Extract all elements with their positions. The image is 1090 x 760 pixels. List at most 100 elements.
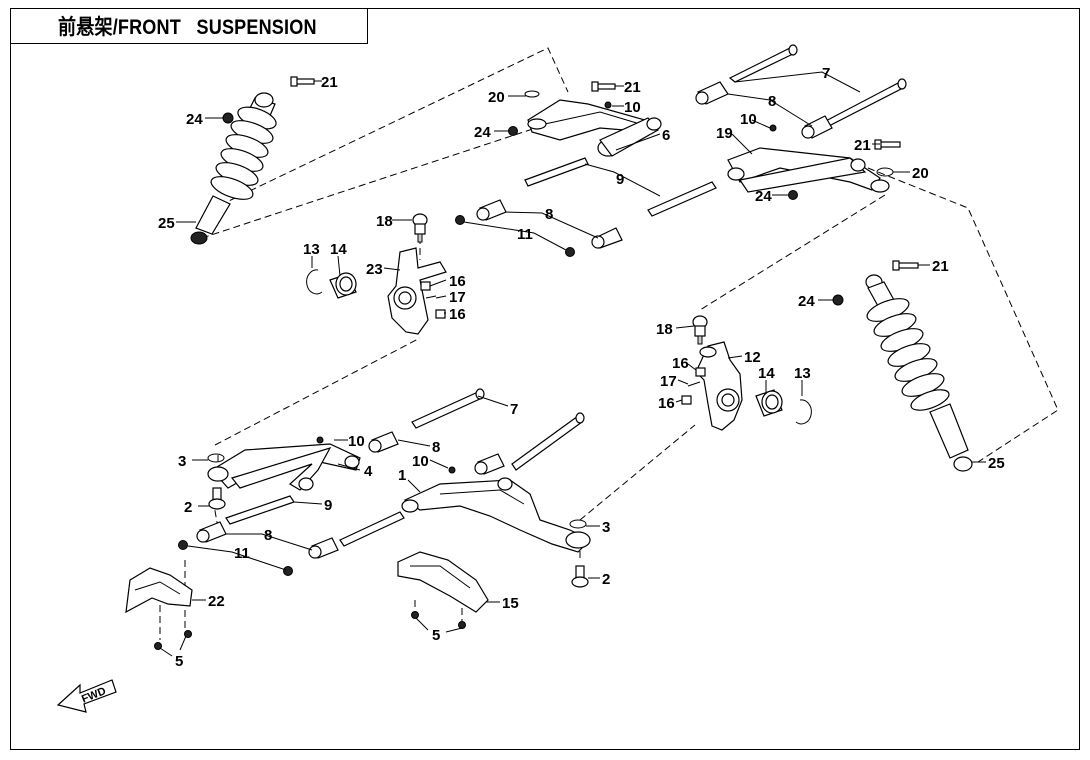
callout-16: 16 bbox=[449, 306, 466, 323]
callout-3: 3 bbox=[602, 519, 610, 536]
bearing-14-left bbox=[329, 272, 357, 299]
callout-15: 15 bbox=[502, 595, 519, 612]
sleeves-9-top bbox=[524, 157, 717, 217]
bushings-8-lower bbox=[368, 431, 505, 475]
nuts-11-bottom bbox=[178, 540, 293, 576]
guard-15 bbox=[397, 551, 489, 613]
callout-24: 24 bbox=[755, 188, 772, 205]
ball-joint-18-right bbox=[692, 315, 708, 345]
ball-joint-2-left bbox=[208, 487, 226, 510]
nut-16-right-lower bbox=[681, 395, 692, 405]
snap-ring-13-left bbox=[306, 269, 323, 295]
callout-16: 16 bbox=[672, 355, 689, 372]
callout-14: 14 bbox=[330, 241, 347, 258]
callout-21: 21 bbox=[321, 74, 338, 91]
callout-1: 1 bbox=[398, 467, 406, 484]
guard-22 bbox=[125, 567, 193, 614]
callout-14: 14 bbox=[758, 365, 775, 382]
callout-18: 18 bbox=[376, 213, 393, 230]
callout-20: 20 bbox=[912, 165, 929, 182]
callout-2: 2 bbox=[184, 499, 192, 516]
lower-a-arm-rear bbox=[207, 443, 361, 491]
snap-ring-13-right bbox=[795, 399, 812, 425]
callout-13: 13 bbox=[303, 241, 320, 258]
callout-2: 2 bbox=[602, 571, 610, 588]
nut-24-left bbox=[222, 112, 234, 124]
nuts-11-top bbox=[455, 215, 575, 257]
nut-16-left-lower bbox=[435, 309, 446, 319]
callout-8: 8 bbox=[432, 439, 440, 456]
callout-21: 21 bbox=[932, 258, 949, 275]
callout-16: 16 bbox=[658, 395, 675, 412]
callout-9: 9 bbox=[616, 171, 624, 188]
upper-a-arm-front bbox=[727, 147, 890, 193]
knuckle-23-left bbox=[387, 247, 447, 335]
callout-10: 10 bbox=[348, 433, 365, 450]
fwd-label: FWD bbox=[80, 685, 108, 706]
title-block: 前悬架/FRONT SUSPENSION bbox=[10, 8, 368, 44]
circlip-3-left bbox=[207, 453, 225, 463]
callout-24: 24 bbox=[186, 111, 203, 128]
callout-10: 10 bbox=[624, 99, 641, 116]
callout-25: 25 bbox=[988, 455, 1005, 472]
nut-16-left-upper bbox=[420, 281, 431, 291]
callout-17: 17 bbox=[449, 289, 466, 306]
shock-absorber-left bbox=[190, 92, 277, 245]
callout-3: 3 bbox=[178, 453, 186, 470]
screws-5 bbox=[154, 611, 466, 650]
drawing-frame bbox=[10, 8, 1080, 750]
cotter-pin-17-right bbox=[687, 381, 701, 387]
callout-7: 7 bbox=[822, 65, 830, 82]
long-bolt-7-top bbox=[728, 44, 907, 129]
shock-absorber-right bbox=[865, 274, 973, 472]
callout-6: 6 bbox=[662, 127, 670, 144]
callout-5: 5 bbox=[432, 627, 440, 644]
callout-8: 8 bbox=[264, 527, 272, 544]
callout-4: 4 bbox=[364, 463, 373, 480]
callout-24: 24 bbox=[474, 124, 491, 141]
callout-5: 5 bbox=[175, 653, 183, 670]
upper-a-arm-rear bbox=[527, 99, 662, 157]
clip-20-center bbox=[524, 90, 540, 98]
callout-21: 21 bbox=[854, 137, 871, 154]
callout-10: 10 bbox=[412, 453, 429, 470]
fwd-arrow-icon: FWD bbox=[56, 679, 117, 713]
nut-24-right bbox=[788, 190, 798, 200]
callout-20: 20 bbox=[488, 89, 505, 106]
callout-10: 10 bbox=[740, 111, 757, 128]
callout-13: 13 bbox=[794, 365, 811, 382]
clip-20-right bbox=[876, 167, 894, 177]
sleeves-9-lower bbox=[225, 495, 405, 547]
callout-22: 22 bbox=[208, 593, 225, 610]
bolt-21-center bbox=[591, 81, 616, 92]
assembly-lines bbox=[159, 47, 1059, 640]
callout-16: 16 bbox=[449, 273, 466, 290]
callout-8: 8 bbox=[768, 93, 776, 110]
bushings-8-top bbox=[695, 81, 833, 139]
bolt-21-left bbox=[290, 76, 315, 87]
callout-25: 25 bbox=[158, 215, 175, 232]
bushings-8-bottom bbox=[196, 521, 339, 559]
callout-17: 17 bbox=[660, 373, 677, 390]
callout-8: 8 bbox=[545, 206, 553, 223]
knuckle-12-right bbox=[695, 341, 743, 431]
page-title: 前悬架/FRONT SUSPENSION bbox=[58, 15, 317, 39]
bearing-14-right bbox=[755, 389, 783, 417]
circlip-3-right bbox=[569, 519, 587, 529]
cotter-pin-17-left bbox=[425, 295, 437, 299]
callout-18: 18 bbox=[656, 321, 673, 338]
callout-11: 11 bbox=[517, 226, 533, 243]
long-bolt-7-lower bbox=[411, 388, 585, 471]
ball-joint-18-left bbox=[412, 213, 428, 243]
callout-23: 23 bbox=[366, 261, 383, 278]
nut-24-center bbox=[508, 126, 518, 136]
callout-24: 24 bbox=[798, 293, 815, 310]
bolt-21-right bbox=[892, 260, 919, 271]
ball-joint-2-right bbox=[571, 565, 589, 588]
callout-11: 11 bbox=[234, 545, 250, 562]
callout-9: 9 bbox=[324, 497, 332, 514]
callout-19: 19 bbox=[716, 125, 733, 142]
callout-7: 7 bbox=[510, 401, 518, 418]
lower-a-arm-front bbox=[401, 477, 592, 553]
